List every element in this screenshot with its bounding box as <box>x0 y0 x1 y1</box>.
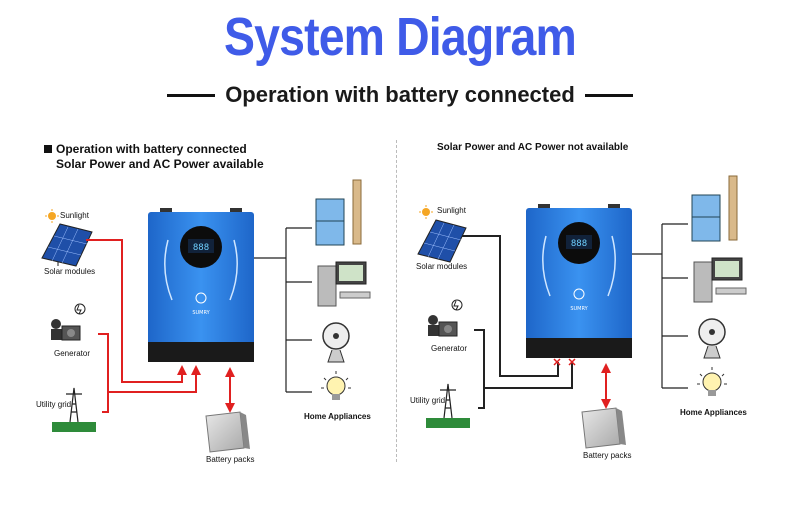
right-battery-icon <box>581 407 626 449</box>
bullet-square-icon <box>44 145 52 153</box>
left-heading-line2: Solar Power and AC Power available <box>56 157 264 171</box>
right-grid-label: Utility grid <box>410 396 446 405</box>
page-subtitle: Operation with battery connected <box>225 82 575 107</box>
left-solar-label: Solar modules <box>44 267 96 276</box>
left-sunlight-label: Sunlight <box>60 211 89 220</box>
left-brand-label: SUMRY <box>192 310 210 316</box>
subtitle-row: Operation with battery connected <box>0 80 800 110</box>
left-generator-label: Generator <box>54 349 91 358</box>
right-solar-label: Solar modules <box>416 262 468 271</box>
right-inverter-icon: 888 SUMRY <box>526 204 632 358</box>
right-battery-label: Battery packs <box>583 451 632 460</box>
left-fan-icon <box>322 322 350 363</box>
right-fan-icon <box>698 318 726 359</box>
left-ac-unit-icon <box>352 179 362 245</box>
left-computer-icon <box>317 261 371 307</box>
left-bulb-icon <box>321 371 351 400</box>
right-generator-label: Generator <box>431 344 468 353</box>
right-sun-icon <box>419 205 433 219</box>
left-heading-line1: Operation with battery connected <box>56 142 247 156</box>
subtitle-rule-right <box>584 93 633 97</box>
left-battery-icon <box>205 411 250 453</box>
left-output-wiring <box>254 227 312 393</box>
left-inverter-icon: 888 SUMRY <box>148 208 254 362</box>
svg-text:888: 888 <box>193 243 209 253</box>
left-grid-label: Utility grid <box>36 400 72 409</box>
left-sun-icon <box>45 209 59 223</box>
subtitle-rule-left <box>167 93 216 97</box>
right-output-wiring <box>632 223 688 389</box>
right-inactive-wiring <box>462 235 573 409</box>
right-bulb-icon <box>697 367 727 396</box>
right-appliances-label: Home Appliances <box>680 408 747 417</box>
right-fridge-icon <box>691 194 721 242</box>
right-ac-unit-icon <box>728 175 738 241</box>
panel-divider <box>396 140 397 462</box>
left-generator-icon <box>51 303 86 341</box>
left-active-wiring <box>86 239 235 413</box>
left-solar-panel-icon <box>41 223 93 267</box>
left-heading-1: Operation with battery connected <box>44 142 247 156</box>
right-heading: Solar Power and AC Power not available <box>437 142 629 153</box>
svg-text:888: 888 <box>571 239 587 249</box>
right-computer-icon <box>693 257 747 303</box>
right-sunlight-label: Sunlight <box>437 206 466 215</box>
left-appliances-label: Home Appliances <box>304 412 371 421</box>
left-fridge-icon <box>315 198 345 246</box>
right-solar-panel-icon <box>417 219 467 263</box>
left-utility-tower-icon <box>52 387 96 432</box>
page-title: System Diagram <box>224 7 577 67</box>
right-brand-label: SUMRY <box>570 306 588 312</box>
left-battery-label: Battery packs <box>206 455 255 464</box>
right-utility-tower-icon <box>426 383 470 428</box>
right-x-marks <box>553 358 576 366</box>
right-generator-icon <box>428 299 463 337</box>
